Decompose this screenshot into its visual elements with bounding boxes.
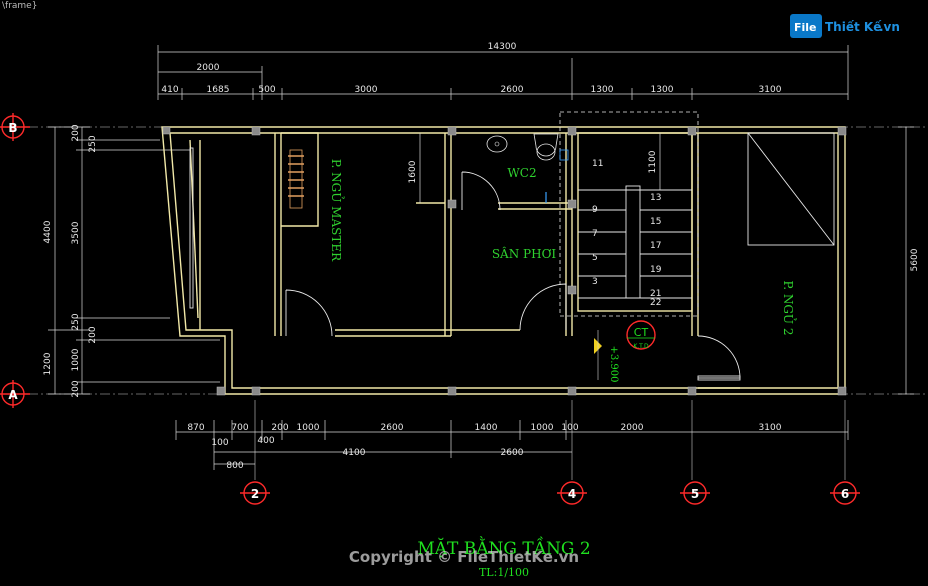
toilet-icon [533, 133, 559, 157]
dim-bottom1-8: 2000 [621, 423, 644, 433]
dim-bottom1-0: 870 [187, 423, 204, 433]
dim-left-inner-4: 200 [88, 326, 98, 343]
dim-bottom1-4: 2600 [381, 423, 404, 433]
grid-label-A: A [8, 388, 18, 402]
doors [285, 171, 741, 381]
grid-label-5: 5 [691, 487, 699, 501]
drawing-scale: TL:1/100 [479, 566, 529, 579]
dim-top3-5: 1300 [591, 85, 614, 95]
bottom-dimensions: 870 700 200 1000 2600 1400 1000 100 2000… [175, 420, 849, 471]
stairs: 11 9 7 5 3 13 15 17 19 21 22 [578, 159, 692, 308]
stair-step-13: 13 [650, 193, 661, 203]
top-frame-fragment: \frame} [2, 1, 37, 11]
grid-label-4: 4 [568, 487, 576, 501]
grid-label-6: 6 [841, 487, 849, 501]
grid-label-B: B [8, 121, 17, 135]
wardrobe-hatch [288, 149, 304, 209]
dim-top3-0: 410 [161, 85, 178, 95]
logo-text-right: Thiết Kế [825, 20, 882, 34]
stair-step-19: 19 [650, 265, 662, 275]
dim-overall: 14300 [488, 42, 517, 52]
stair-step-5: 5 [592, 253, 598, 263]
dim-bottom2-1: 2600 [501, 448, 524, 458]
dim-left-inner-2: 3500 [71, 221, 81, 244]
dim-bottom2-0: 4100 [343, 448, 366, 458]
logo-text-tld: .vn [879, 20, 900, 34]
logo-text-left: File [794, 21, 817, 34]
room-label-wc: WC2 [507, 166, 536, 180]
stair-step-7: 7 [592, 229, 598, 239]
grid-label-2: 2 [251, 487, 259, 501]
drain-icon [559, 149, 569, 161]
grid-bubble-5: 5 [680, 481, 710, 505]
dim-left-inner-5: 1000 [71, 348, 81, 371]
stair-step-11: 11 [592, 159, 603, 169]
sink-icon [486, 135, 508, 153]
dim-bottom3-0: 800 [226, 461, 243, 471]
dim-left-inner-1: 250 [88, 135, 98, 152]
level-mark-text: +3.900 [608, 345, 619, 382]
room-label-bedroom2: P. NGỦ 2 [781, 281, 798, 336]
dim-top3-4: 2600 [501, 85, 524, 95]
dim-left-outer-1: 1200 [43, 352, 53, 375]
dim-left-inner-0: 200 [71, 124, 81, 141]
dim-top3-6: 1300 [651, 85, 674, 95]
dim-bottom1-2: 200 [271, 423, 288, 433]
ct-symbol-top: CT [634, 326, 649, 339]
dim-bottom1-1: 700 [231, 423, 248, 433]
dim-left-inner-6: 200 [71, 380, 81, 397]
left-dimensions: 4400 1200 200 250 3500 250 200 1000 200 [43, 124, 220, 398]
dim-top2-0: 2000 [197, 63, 220, 73]
dim-stair-top: 1100 [648, 150, 658, 173]
grid-bubble-A: A [0, 380, 30, 408]
room-label-san-phoi: SÂN PHƠI [492, 246, 557, 261]
columns [162, 126, 847, 396]
right-dimension: 5600 [898, 126, 920, 395]
internal-dimensions: 1600 1100 [408, 133, 661, 203]
grid-bubble-2: 2 [240, 481, 270, 505]
dim-left-inner-3: 250 [71, 313, 81, 330]
dim-top3-2: 500 [258, 85, 275, 95]
dim-bottom1-5: 1400 [475, 423, 498, 433]
copyright-watermark: Copyright © FileThietKe.vn [349, 548, 579, 566]
dim-top3-3: 3000 [355, 85, 378, 95]
drawing-title: MẶT BẰNG TẦNG 2 [417, 536, 590, 559]
dim-top3-1: 1685 [207, 85, 230, 95]
room-label-master: P. NGỦ MASTER [329, 159, 346, 262]
dim-bottom1-7: 100 [561, 423, 578, 433]
dim-top3-7: 3100 [759, 85, 782, 95]
filethietke-logo: File Thiết Kế .vn [790, 14, 900, 38]
level-marker: +3.900 [594, 330, 619, 383]
dim-right-0: 5600 [910, 248, 920, 271]
grid-bubble-6: 6 [830, 481, 860, 505]
dim-bottom1-6: 1000 [531, 423, 554, 433]
stair-step-22: 22 [650, 298, 661, 308]
stair-step-17: 17 [650, 241, 661, 251]
stair-step-9: 9 [592, 205, 598, 215]
ct-section-symbol: CT K.T.D [626, 320, 656, 350]
grid-bubble-B: B [0, 113, 30, 141]
grid-bubble-4: 4 [557, 481, 587, 505]
top-dimensions: 14300 2000 410 1685 500 3000 2600 1300 1… [157, 42, 849, 100]
bedroom2-void [747, 132, 835, 246]
ct-symbol-bottom: K.T.D [633, 343, 649, 350]
dim-bottom1b-1: 400 [257, 436, 274, 446]
stair-step-21: 21 [650, 289, 661, 299]
dim-bottom1-3: 1000 [297, 423, 320, 433]
stair-step-3: 3 [592, 277, 598, 287]
dim-bottom1-9: 3100 [759, 423, 782, 433]
wc-fixtures [486, 133, 569, 203]
dim-closet: 1600 [408, 160, 418, 183]
dim-left-outer-0: 4400 [43, 220, 53, 243]
stair-void-outline [559, 111, 699, 317]
dim-bottom1b-0: 100 [211, 438, 228, 448]
stair-step-15: 15 [650, 217, 661, 227]
